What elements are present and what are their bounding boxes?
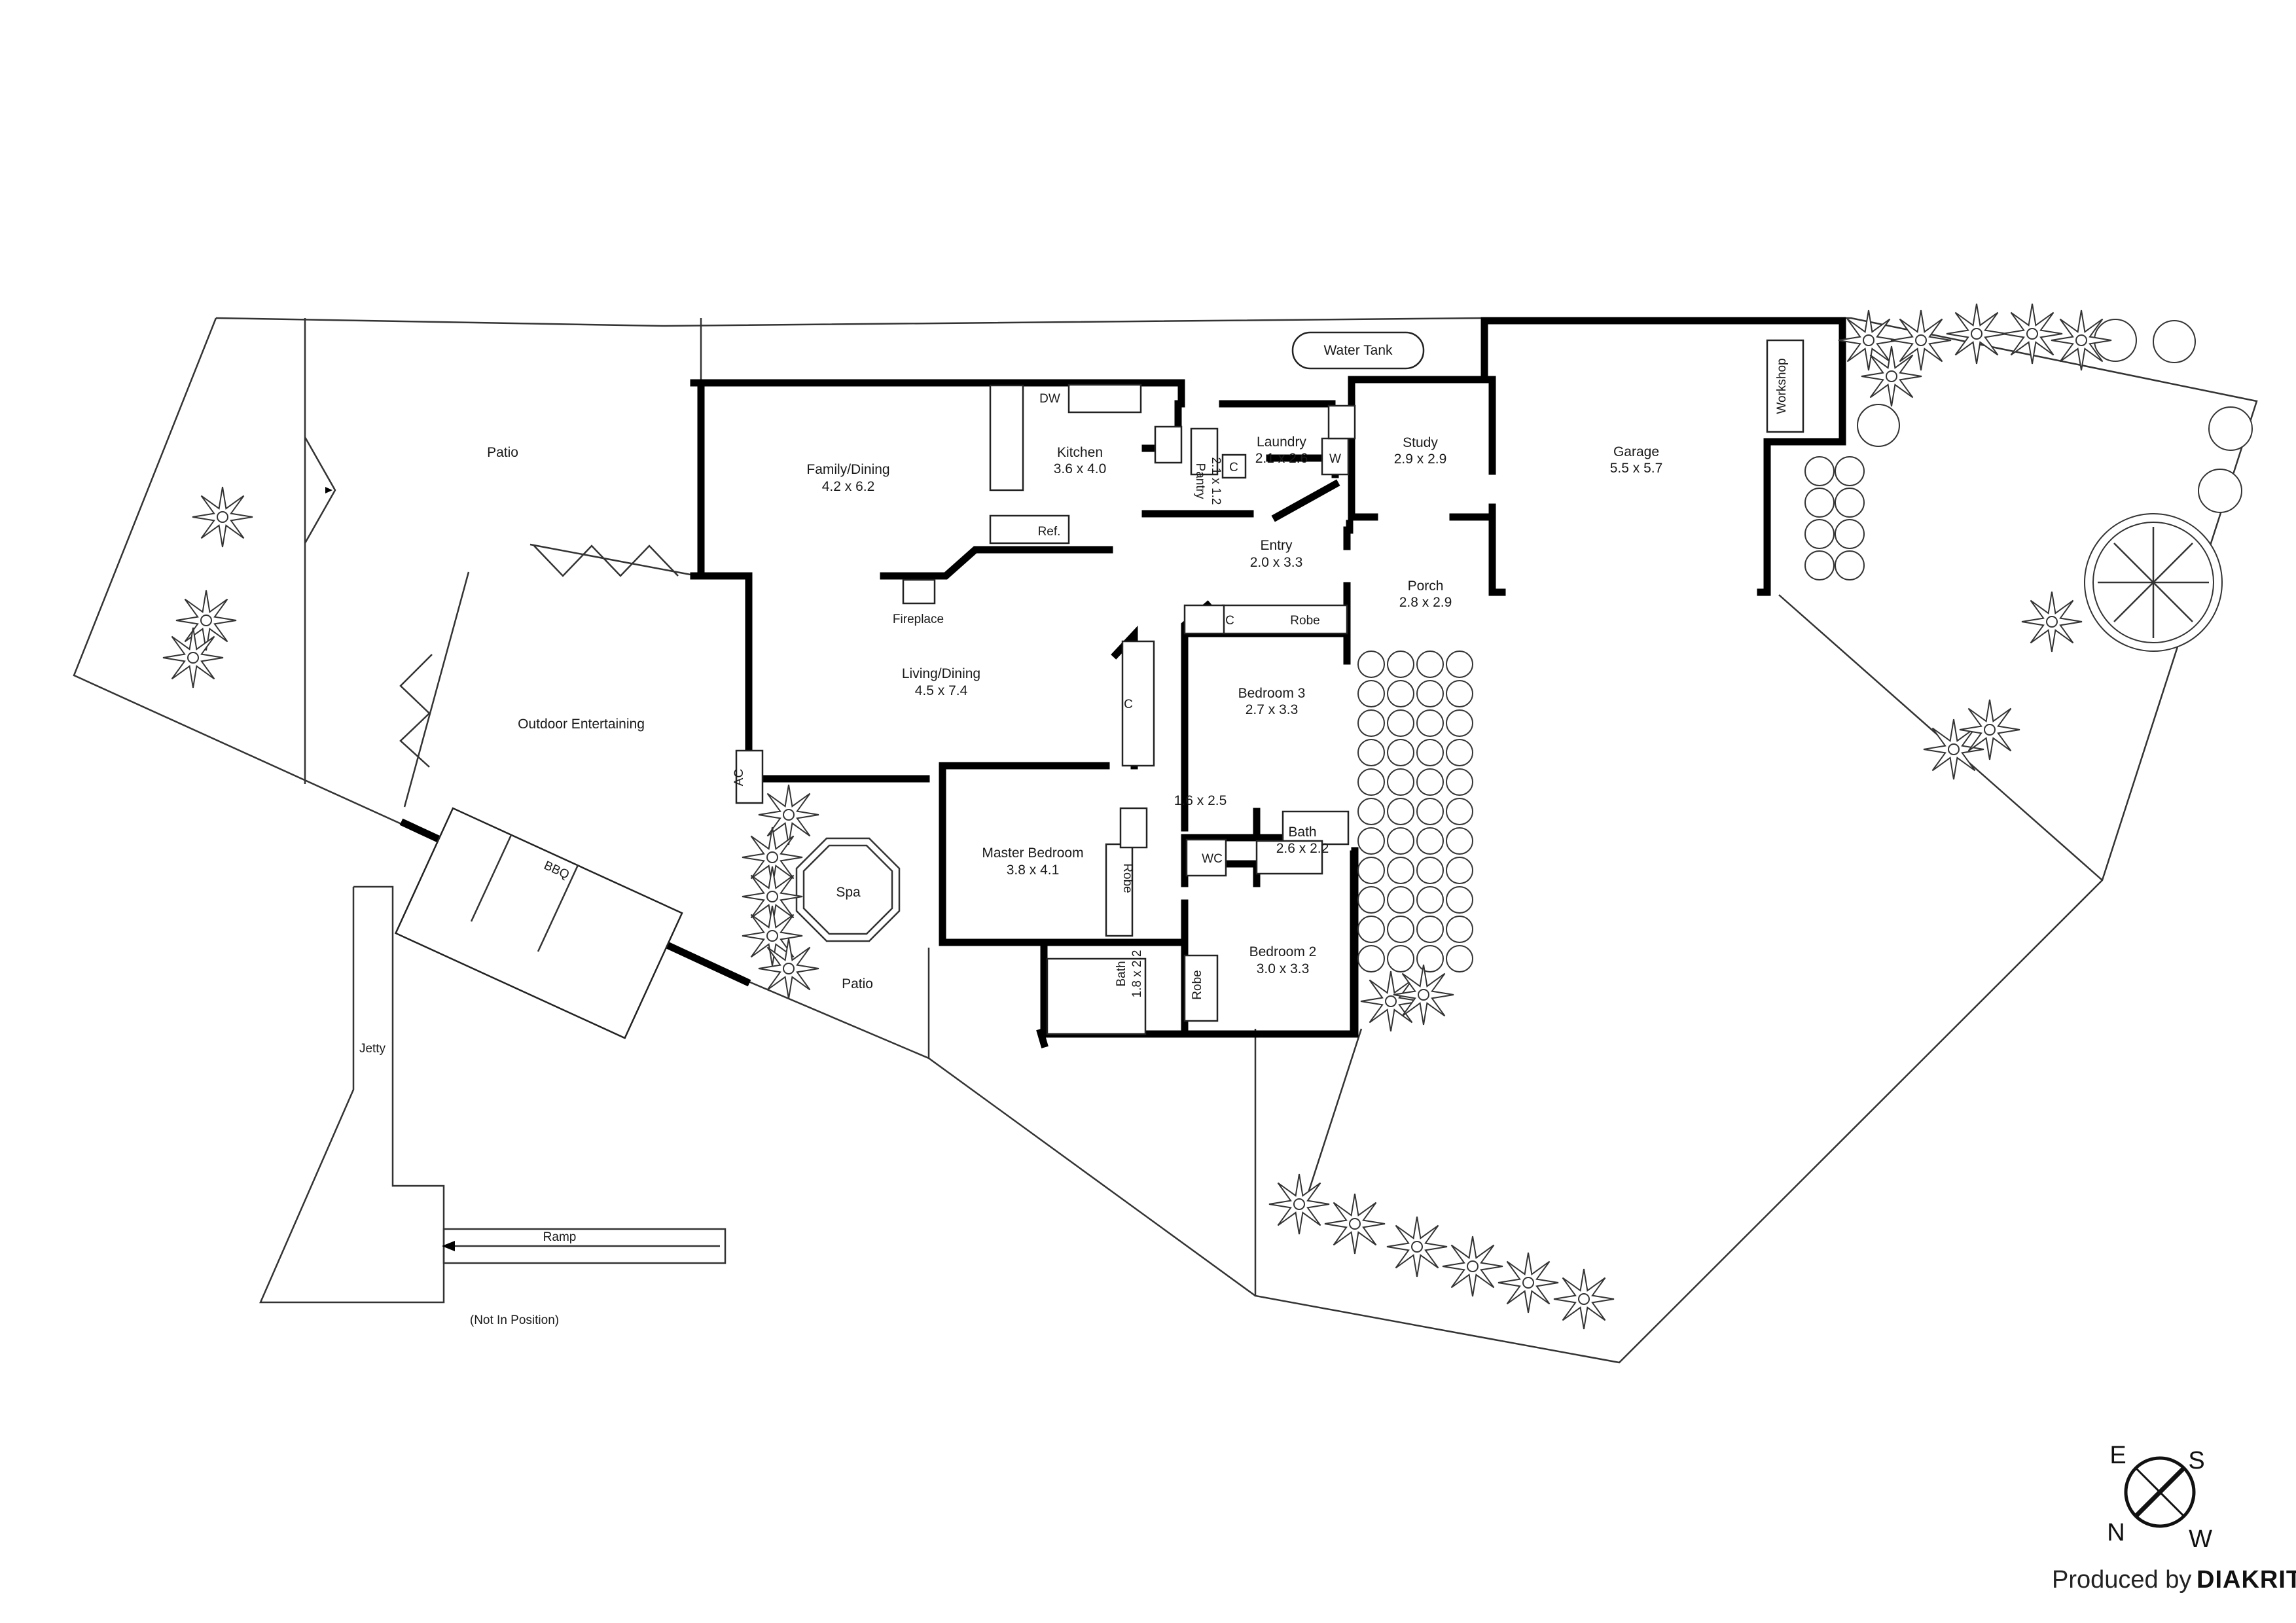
compass-rose: E S N W — [2107, 1442, 2212, 1553]
star-plant-center — [2046, 616, 2058, 628]
star-plant-center — [1578, 1293, 1590, 1305]
patio-awning — [304, 437, 336, 544]
ensuite-size: 1.8 x 2.2 — [1130, 950, 1144, 998]
house-walls — [690, 317, 1846, 1048]
porch-label: Porch — [1408, 579, 1444, 594]
star-plant-center — [1467, 1260, 1479, 1272]
living-dining-size: 4.5 x 7.4 — [915, 683, 968, 698]
tree-large — [2084, 513, 2223, 652]
study-size: 2.9 x 2.9 — [1394, 452, 1447, 467]
compass-west: W — [2189, 1525, 2212, 1553]
bedroom3-label: Bedroom 3 — [1238, 686, 1306, 701]
kitchen-size: 3.6 x 4.0 — [1054, 461, 1107, 476]
star-plants — [162, 303, 2112, 1330]
star-plant-center — [1349, 1218, 1361, 1230]
water-tank-label: Water Tank — [1323, 343, 1393, 358]
laundry-label: Laundry — [1257, 435, 1306, 450]
hallway-size: 1.6 x 2.5 — [1174, 793, 1227, 808]
jetty-label: Jetty — [359, 1042, 386, 1056]
bedroom3-size: 2.7 x 3.3 — [1246, 702, 1299, 717]
spa-label: Spa — [836, 885, 861, 900]
star-plant-center — [1863, 334, 1874, 346]
star-plant-center — [1293, 1198, 1305, 1210]
garage-size: 5.5 x 5.7 — [1610, 461, 1663, 476]
family-dining-label: Family/Dining — [806, 462, 889, 477]
bath-label: Bath — [1288, 825, 1316, 840]
fireplace-label: Fireplace — [893, 613, 944, 626]
credit-brand: DIAKRIT — [2197, 1566, 2296, 1594]
compass-east: E — [2109, 1442, 2126, 1469]
master-bedroom-label: Master Bedroom — [982, 846, 1083, 861]
site-boundary — [73, 317, 2258, 1364]
pantry-size: 2.1 x 1.2 — [1209, 457, 1223, 505]
star-plant-center — [217, 511, 228, 523]
star-plant-center — [1984, 724, 1996, 736]
compass-north: N — [2107, 1519, 2125, 1546]
star-plant-center — [766, 891, 778, 902]
spa — [795, 837, 901, 942]
patio-south-label: Patio — [842, 976, 873, 991]
entry-size: 2.0 x 3.3 — [1250, 555, 1303, 570]
laundry-size: 2.1 x 2.6 — [1255, 451, 1308, 466]
master-bedroom-size: 3.8 x 4.1 — [1007, 863, 1060, 878]
bedroom2-size: 3.0 x 3.3 — [1257, 961, 1310, 976]
star-plant-center — [1411, 1241, 1423, 1253]
star-plant-center — [766, 851, 778, 863]
not-in-position-note: (Not In Position) — [470, 1313, 559, 1327]
interior-details — [394, 331, 1804, 1039]
family-dining-size: 4.2 x 6.2 — [822, 479, 875, 494]
star-plant-center — [766, 930, 778, 942]
pantry-label: Pantry — [1193, 463, 1207, 499]
credit-prefix: Produced by — [2052, 1566, 2191, 1594]
star-plant-center — [783, 963, 795, 974]
star-plant-center — [1948, 743, 1960, 755]
star-plant-center — [200, 615, 212, 626]
laundry-cupboard-label: C — [1229, 461, 1238, 474]
living-cupboard-label: C — [1124, 698, 1133, 711]
star-plant-center — [2075, 334, 2087, 346]
kitchen-label: Kitchen — [1057, 445, 1103, 460]
star-plant-center — [783, 809, 795, 821]
bath-size: 2.6 x 2.2 — [1276, 841, 1329, 856]
shrubs — [1357, 319, 2253, 972]
fridge-label: Ref. — [1038, 525, 1061, 539]
star-plant-center — [1886, 370, 1897, 382]
outdoor-entertaining-area — [399, 543, 749, 808]
star-plant-center — [1915, 334, 1927, 346]
study-label: Study — [1403, 435, 1438, 450]
garage-label: Garage — [1613, 444, 1659, 459]
star-plant-center — [187, 652, 199, 664]
wc-label: WC — [1202, 852, 1223, 866]
entry-label: Entry — [1260, 538, 1293, 553]
jetty — [259, 885, 726, 1304]
compass-south: S — [2188, 1447, 2204, 1474]
star-plant-center — [1385, 995, 1397, 1007]
ensuite-label: Bath — [1115, 961, 1128, 986]
bedroom3-cupboard-label: C — [1225, 614, 1234, 628]
bedroom3-robe-label: Robe — [1290, 614, 1319, 628]
star-plant-center — [1418, 989, 1429, 1001]
star-plant-center — [1522, 1277, 1534, 1289]
living-dining-label: Living/Dining — [902, 666, 980, 681]
bedroom2-label: Bedroom 2 — [1249, 944, 1317, 959]
ac-label: AC — [732, 769, 746, 786]
master-robe-label: Robe — [1121, 863, 1134, 893]
workshop-label: Workshop — [1775, 358, 1789, 414]
porch-size: 2.8 x 2.9 — [1399, 595, 1452, 610]
bedroom2-robe-label: Robe — [1191, 970, 1204, 999]
star-plant-center — [1971, 328, 1982, 340]
star-plant-center — [2026, 328, 2038, 340]
dishwasher-label: DW — [1039, 392, 1060, 406]
ramp-label: Ramp — [543, 1230, 577, 1244]
washer-label: W — [1329, 452, 1341, 466]
patio-north-label: Patio — [487, 445, 518, 460]
outdoor-entertaining-label: Outdoor Entertaining — [518, 717, 645, 732]
